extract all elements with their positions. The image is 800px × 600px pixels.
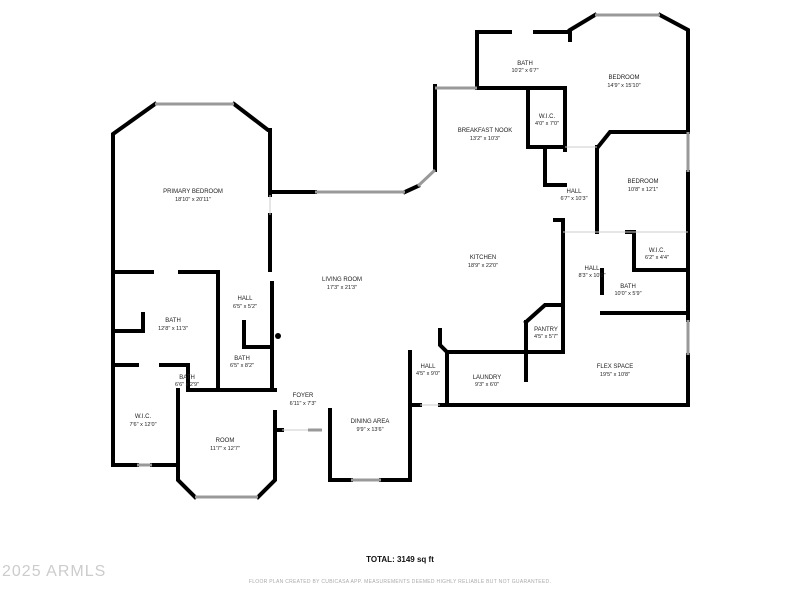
svg-text:ROOM: ROOM — [216, 438, 235, 444]
room-labels: PRIMARY BEDROOM 18'10" x 20'11" BATH 12'8"… — [129, 61, 669, 452]
svg-text:6'5" x 5'2": 6'5" x 5'2" — [233, 304, 257, 310]
svg-text:10'2" x 6'7": 10'2" x 6'7" — [511, 68, 538, 74]
svg-text:BEDROOM: BEDROOM — [608, 75, 639, 81]
disclaimer: FLOOR PLAN CREATED BY CUBICASA APP. MEAS… — [248, 579, 552, 585]
watermark: 2025 ARMLS — [2, 563, 107, 580]
door-openings — [269, 146, 688, 431]
svg-text:HALL: HALL — [566, 189, 582, 195]
svg-text:KITCHEN: KITCHEN — [470, 255, 496, 261]
svg-text:4'0" x 7'0": 4'0" x 7'0" — [535, 121, 559, 127]
svg-text:11'7" x 12'7": 11'7" x 12'7" — [210, 446, 240, 452]
fixture-marker — [275, 333, 281, 339]
svg-text:LAUNDRY: LAUNDRY — [473, 375, 502, 381]
svg-text:9'3" x 6'0": 9'3" x 6'0" — [475, 382, 499, 388]
svg-text:18'9" x 22'0": 18'9" x 22'0" — [468, 263, 498, 269]
room-room: ROOM 11'7" x 12'7" — [210, 438, 240, 452]
room-dining-area: DINING AREA 9'9" x 13'6" — [351, 419, 390, 433]
svg-text:17'3" x 21'3": 17'3" x 21'3" — [327, 285, 357, 291]
room-primary-bedroom: PRIMARY BEDROOM 18'10" x 20'11" — [163, 189, 223, 203]
room-kitchen: KITCHEN 18'9" x 22'0" — [468, 255, 498, 269]
walls — [111, 12, 690, 500]
svg-text:6'6" x 2'9": 6'6" x 2'9" — [175, 382, 199, 388]
svg-text:LIVING ROOM: LIVING ROOM — [322, 277, 362, 283]
svg-text:8'3" x 10'0": 8'3" x 10'0" — [578, 273, 605, 279]
svg-text:10'8" x 12'1": 10'8" x 12'1" — [628, 187, 658, 193]
svg-text:19'5" x 10'8": 19'5" x 10'8" — [600, 372, 630, 378]
room-bedroom-east: BEDROOM 10'8" x 12'1" — [627, 179, 658, 193]
svg-text:4'5" x 5'7": 4'5" x 5'7" — [534, 334, 558, 340]
svg-text:18'10" x 20'11": 18'10" x 20'11" — [175, 197, 211, 203]
room-wic-north: W.I.C.4'0" x 7'0" — [535, 114, 559, 127]
room-wic-east: W.I.C.6'2" x 4'4" — [645, 248, 669, 261]
room-breakfast-nook: BREAKFAST NOOK 13'2" x 10'3" — [458, 128, 513, 142]
svg-text:PANTRY: PANTRY — [534, 327, 558, 333]
svg-text:FOYER: FOYER — [293, 393, 314, 399]
room-foyer: FOYER 6'11" x 7'3" — [290, 393, 317, 407]
svg-text:BATH: BATH — [179, 375, 195, 381]
svg-text:W.I.C.: W.I.C. — [649, 248, 666, 254]
svg-text:BEDROOM: BEDROOM — [627, 179, 658, 185]
svg-text:BATH: BATH — [234, 356, 250, 362]
room-primary-bath: BATH 12'8" x 11'3" — [158, 318, 188, 332]
svg-text:W.I.C.: W.I.C. — [539, 114, 556, 120]
svg-text:13'2" x 10'3": 13'2" x 10'3" — [470, 136, 500, 142]
svg-text:14'9" x 15'10": 14'9" x 15'10" — [607, 83, 640, 89]
svg-text:BATH: BATH — [517, 61, 533, 67]
svg-text:BATH: BATH — [165, 318, 181, 324]
room-bedroom-north: BEDROOM 14'9" x 15'10" — [607, 75, 640, 89]
windows — [137, 13, 690, 499]
room-flex-space: FLEX SPACE 19'5" x 10'8" — [597, 364, 634, 378]
svg-text:6'2" x 4'4": 6'2" x 4'4" — [645, 255, 669, 261]
svg-text:PRIMARY BEDROOM: PRIMARY BEDROOM — [163, 189, 223, 195]
svg-text:FLEX SPACE: FLEX SPACE — [597, 364, 634, 370]
svg-text:4'5" x 9'0": 4'5" x 9'0" — [416, 371, 440, 377]
svg-text:6'5" x 8'2": 6'5" x 8'2" — [230, 363, 254, 369]
svg-text:7'6" x 12'0": 7'6" x 12'0" — [129, 422, 156, 428]
svg-text:HALL: HALL — [584, 266, 600, 272]
svg-text:10'0" x 5'9": 10'0" x 5'9" — [614, 291, 641, 297]
svg-text:W.I.C.: W.I.C. — [135, 414, 152, 420]
total-area: TOTAL: 3149 sq ft — [366, 555, 434, 564]
svg-text:HALL: HALL — [420, 364, 436, 370]
room-living-room: LIVING ROOM 17'3" x 21'3" — [322, 277, 362, 291]
room-hall-west: HALL 6'5" x 5'2" — [233, 296, 257, 310]
room-wic-primary: W.I.C. 7'6" x 12'0" — [129, 414, 156, 428]
svg-text:HALL: HALL — [237, 296, 253, 302]
svg-text:9'9" x 13'6": 9'9" x 13'6" — [356, 427, 383, 433]
svg-text:DINING AREA: DINING AREA — [351, 419, 390, 425]
svg-text:BATH: BATH — [620, 284, 636, 290]
svg-text:6'7" x 10'3": 6'7" x 10'3" — [560, 196, 587, 202]
svg-text:12'8" x 11'3": 12'8" x 11'3" — [158, 326, 188, 332]
svg-text:BREAKFAST NOOK: BREAKFAST NOOK — [458, 128, 513, 134]
svg-text:6'11" x 7'3": 6'11" x 7'3" — [290, 401, 317, 407]
